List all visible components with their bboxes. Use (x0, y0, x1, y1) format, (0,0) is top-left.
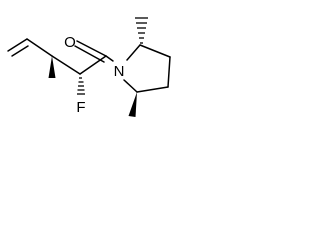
vinyl-single-bond (26, 38, 53, 57)
vinyl-double-bond-outer (7, 38, 28, 52)
fluorine-atom-label: F (76, 99, 85, 116)
ring-n-ca-bond (126, 44, 141, 61)
hashed-bond-to-fluorine (77, 77, 85, 95)
oxygen-atom-label: O (64, 34, 76, 51)
carbonyl-bond-b (74, 45, 105, 63)
ring-cd-n-bond (123, 79, 138, 93)
stereo-bonds (48, 17, 148, 117)
c1-n-bond (105, 55, 114, 62)
wedge-bond-methyl-ring-bottom (128, 92, 137, 117)
nitrogen-atom-label: N (114, 63, 125, 80)
chemical-structure-diagram: O N F (7, 17, 171, 117)
ring-ca-cb-bond (139, 44, 171, 58)
hashed-bond-methyl-ring-top (135, 17, 148, 44)
c3-c2-bond (51, 55, 81, 75)
vinyl-double-bond-inner (11, 45, 29, 57)
bond-lines (7, 38, 171, 93)
ring-cc-cd-bond (136, 86, 169, 93)
wedge-bond-methyl-c3 (48, 56, 56, 78)
c2-c1-bond (79, 55, 107, 75)
ring-cb-cc-bond (167, 56, 171, 88)
carbonyl-bond-a (76, 40, 107, 57)
